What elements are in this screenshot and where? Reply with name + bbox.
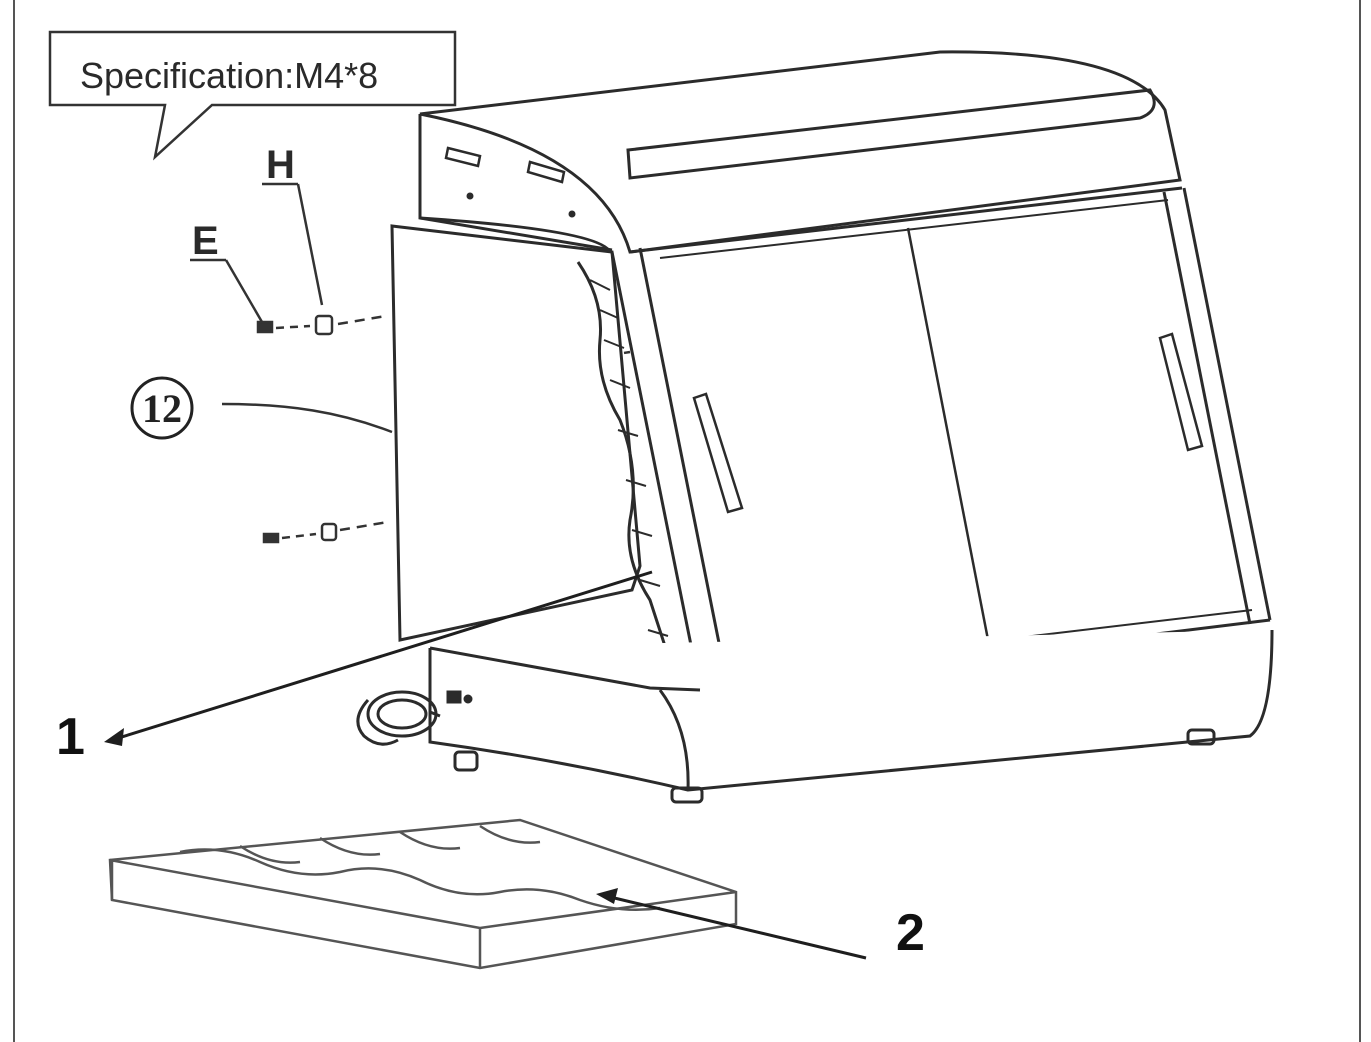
fastener-h-label: H [262,143,324,306]
part-2-label: 2 [596,888,925,962]
screw-set-top-left [256,314,387,336]
svg-text:E: E [192,219,219,263]
specification-text: Specification:M4*8 [80,55,378,96]
svg-text:1: 1 [56,708,85,766]
fastener-e-label: E [190,219,264,323]
cabinet-glass-body [576,187,1272,692]
svg-text:2: 2 [896,904,925,962]
crumb-tray-2 [108,818,738,970]
cabinet-base [428,629,1274,804]
part-12-label: 12 [130,376,393,440]
part-1-label: 1 [56,570,653,766]
power-cord [356,690,441,746]
cabinet-top-housing [418,50,1183,254]
side-panel-12 [390,224,642,642]
svg-text:H: H [266,143,295,187]
svg-text:12: 12 [142,386,182,431]
screw-set-bottom-left [262,520,389,544]
specification-callout: Specification:M4*8 [48,30,457,161]
